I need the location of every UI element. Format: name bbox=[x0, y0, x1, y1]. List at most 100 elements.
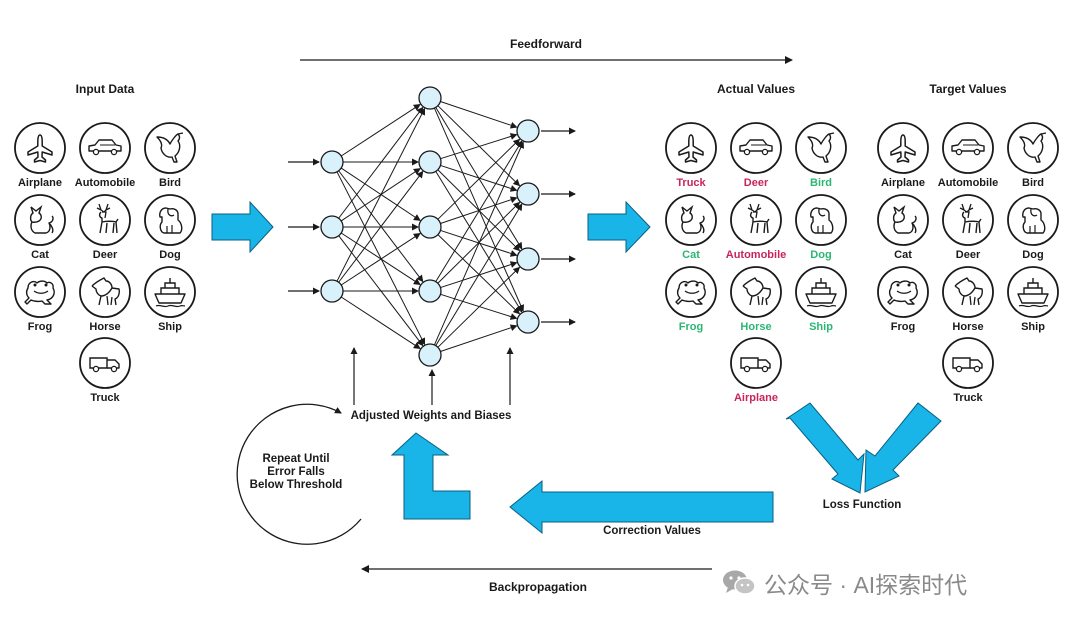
network-to-output-arrow bbox=[587, 200, 651, 254]
connection-1-4-2 bbox=[437, 266, 521, 348]
target-truck-icon bbox=[942, 337, 994, 389]
connection-1-1-0 bbox=[440, 133, 518, 160]
actual-to-loss-arrow bbox=[785, 402, 865, 494]
node-l1-0 bbox=[418, 86, 442, 110]
connection-0-2-4 bbox=[340, 296, 421, 349]
target-label-bird: Bird bbox=[1022, 177, 1044, 189]
connection-1-0-1 bbox=[437, 105, 521, 187]
target-airplane-icon bbox=[877, 122, 929, 174]
actual-values-title: Actual Values bbox=[716, 82, 796, 96]
connection-1-0-3 bbox=[433, 107, 524, 312]
node-l2-3 bbox=[516, 310, 540, 334]
target-label-automobile: Automobile bbox=[937, 177, 999, 189]
actual-label-7: Frog bbox=[678, 321, 704, 333]
actual-label-2: Deer bbox=[743, 177, 769, 189]
node-l1-2 bbox=[418, 215, 442, 239]
actual-deer-icon bbox=[730, 194, 782, 246]
input-label-ship: Ship bbox=[158, 321, 182, 333]
input-ship-icon bbox=[144, 266, 196, 318]
actual-label-3: Bird bbox=[810, 177, 832, 189]
target-label-cat: Cat bbox=[894, 249, 912, 261]
connection-0-0-4 bbox=[336, 171, 426, 346]
actual-dog-icon bbox=[795, 194, 847, 246]
class-icons bbox=[14, 122, 1059, 389]
input-deer-icon bbox=[79, 194, 131, 246]
node-l2-1 bbox=[516, 182, 540, 206]
node-l0-0 bbox=[320, 150, 344, 174]
actual-label-9: Ship bbox=[809, 321, 833, 333]
input-label-cat: Cat bbox=[31, 249, 49, 261]
target-label-frog: Frog bbox=[890, 321, 916, 333]
target-label-dog: Dog bbox=[1022, 249, 1044, 261]
node-l2-2 bbox=[516, 247, 540, 271]
target-label-deer: Deer bbox=[955, 249, 981, 261]
network-connections bbox=[336, 101, 524, 352]
connection-0-0-0 bbox=[340, 104, 421, 157]
input-label-deer: Deer bbox=[92, 249, 118, 261]
input-label-automobile: Automobile bbox=[74, 177, 136, 189]
actual-label-1: Truck bbox=[676, 177, 706, 189]
connection-1-3-0 bbox=[435, 140, 523, 282]
actual-truck-icon bbox=[730, 337, 782, 389]
connection-1-2-0 bbox=[437, 138, 521, 220]
target-bird-icon bbox=[1007, 122, 1059, 174]
return-to-network-arrow bbox=[390, 432, 471, 520]
node-l1-1 bbox=[418, 150, 442, 174]
input-label-airplane: Airplane bbox=[17, 177, 63, 189]
input-label-frog: Frog bbox=[27, 321, 53, 333]
actual-label-6: Dog bbox=[810, 249, 832, 261]
target-values-title: Target Values bbox=[929, 82, 1007, 96]
input-label-bird: Bird bbox=[159, 177, 181, 189]
actual-automobile-icon bbox=[730, 122, 782, 174]
target-label-horse: Horse bbox=[952, 321, 984, 333]
actual-bird-icon bbox=[795, 122, 847, 174]
watermark: 公众号 · AI探索时代 bbox=[722, 566, 967, 600]
connection-0-2-2 bbox=[340, 233, 421, 286]
node-l1-3 bbox=[418, 279, 442, 303]
connection-0-2-0 bbox=[336, 107, 426, 282]
backpropagation-label: Backpropagation bbox=[488, 580, 588, 594]
input-to-network-arrow bbox=[211, 200, 274, 254]
actual-frog-icon bbox=[665, 266, 717, 318]
target-to-loss-arrow bbox=[864, 402, 942, 493]
target-horse-icon bbox=[942, 266, 994, 318]
wechat-icon bbox=[723, 570, 756, 595]
input-dog-icon bbox=[144, 194, 196, 246]
connection-1-3-3 bbox=[440, 293, 518, 320]
input-frog-icon bbox=[14, 266, 66, 318]
input-truck-icon bbox=[79, 337, 131, 389]
input-automobile-icon bbox=[79, 122, 131, 174]
input-bird-icon bbox=[144, 122, 196, 174]
repeat-until-label: Repeat Until Error Falls Below Threshold bbox=[249, 453, 343, 491]
target-dog-icon bbox=[1007, 194, 1059, 246]
actual-label-5: Automobile bbox=[725, 249, 787, 261]
node-l0-1 bbox=[320, 215, 344, 239]
node-l0-2 bbox=[320, 279, 344, 303]
loss-function-label: Loss Function bbox=[822, 499, 902, 511]
connection-0-1-0 bbox=[338, 106, 424, 219]
connection-0-2-1 bbox=[338, 170, 424, 283]
target-cat-icon bbox=[877, 194, 929, 246]
feedforward-label: Feedforward bbox=[509, 37, 583, 51]
input-horse-icon bbox=[79, 266, 131, 318]
actual-label-4: Cat bbox=[682, 249, 700, 261]
target-label-ship: Ship bbox=[1021, 321, 1045, 333]
watermark-text: 公众号 · AI探索时代 bbox=[764, 572, 968, 598]
correction-values-arrow bbox=[509, 479, 774, 535]
target-deer-icon bbox=[942, 194, 994, 246]
connection-1-4-3 bbox=[440, 324, 518, 352]
input-data-title: Input Data bbox=[75, 82, 135, 96]
input-cat-icon bbox=[14, 194, 66, 246]
adjusted-weights-label: Adjusted Weights and Biases bbox=[350, 410, 512, 422]
repeat-loop-arrow bbox=[236, 403, 362, 545]
target-frog-icon bbox=[877, 266, 929, 318]
node-l1-4 bbox=[418, 343, 442, 367]
connection-1-0-0 bbox=[440, 101, 518, 129]
target-ship-icon bbox=[1007, 266, 1059, 318]
target-automobile-icon bbox=[942, 122, 994, 174]
connection-1-2-1 bbox=[440, 196, 518, 224]
target-label-truck: Truck bbox=[953, 392, 983, 404]
actual-label-8: Horse bbox=[740, 321, 772, 333]
